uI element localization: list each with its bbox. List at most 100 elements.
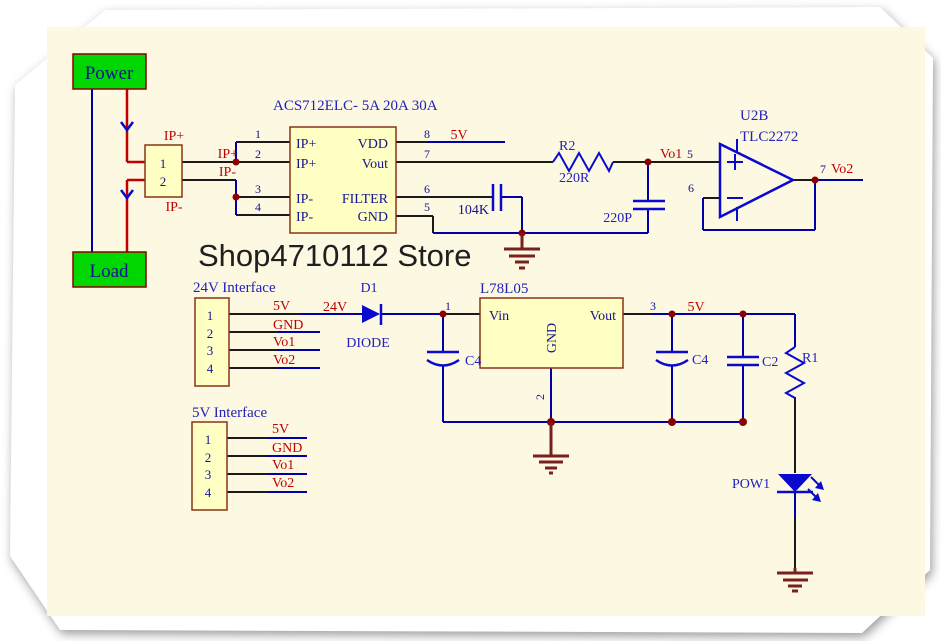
pin-name: GND: [358, 210, 388, 225]
junction-dot: [232, 193, 240, 201]
current-arrow-icon: [120, 189, 134, 201]
opamp-ref: U2B: [740, 108, 768, 124]
capacitor-symbol: [633, 199, 665, 211]
net-label-ip-plus: IP+: [218, 147, 238, 162]
pin-number: 8: [424, 127, 430, 141]
pin-number: 7: [424, 147, 430, 161]
connector-pin-number: 1: [160, 156, 167, 171]
d1-diode: D1 DIODE: [346, 281, 390, 351]
load-label: Load: [89, 261, 129, 282]
net-label-vo1: Vo1: [273, 335, 295, 350]
c2-capacitor: C2: [727, 355, 778, 370]
ground-symbol: [533, 422, 569, 475]
r1-resistor: R1: [783, 346, 818, 399]
connector-pin-number: 1: [207, 308, 214, 323]
junction-dot: [668, 310, 676, 318]
regulator-l78l05: L78L05 Vin Vout GND 1 3 2 5V: [445, 281, 705, 400]
opamp-triangle: [718, 141, 796, 220]
blue-wires: [91, 89, 863, 518]
pin-name: IP-: [296, 210, 313, 225]
store-watermark: Shop4710112 Store: [198, 238, 472, 273]
acs712-title: ACS712ELC- 5A 20A 30A: [273, 98, 438, 114]
net-label-5v: 5V: [273, 299, 290, 314]
connector-pin-number: 4: [205, 485, 212, 500]
pin-number: 5: [687, 147, 693, 161]
connector-pin-number: 2: [205, 450, 212, 465]
pin-number: 4: [255, 200, 261, 214]
c4-output-capacitor: C4: [655, 350, 708, 368]
pin-name: Vout: [590, 309, 616, 324]
junction-dot: [232, 158, 240, 166]
acs712-chip: ACS712ELC- 5A 20A 30A IP+ IP+ IP- IP- VD…: [255, 98, 468, 234]
filter-capacitor: 104K: [458, 184, 503, 218]
pin-number: 7: [820, 162, 826, 176]
power-source-block: Power Load: [72, 53, 147, 288]
capacitor-symbol: [727, 355, 759, 367]
resistor-value: 220R: [559, 171, 590, 186]
regulator-part: L78L05: [480, 281, 528, 297]
c4-input-capacitor: C4: [426, 350, 481, 369]
input-connector-box: [144, 144, 183, 198]
iface5-title: 5V Interface: [192, 405, 267, 421]
led-arrowhead: [812, 493, 821, 502]
iface24-title: 24V Interface: [193, 280, 276, 296]
iface5-connector-box: [191, 421, 228, 511]
capacitor-value: 104K: [458, 203, 489, 218]
vo1-net: Vo1 5: [660, 147, 693, 162]
pin-name: IP-: [296, 192, 313, 207]
connector-pin-number: 3: [205, 467, 212, 482]
capacitor-symbol: [491, 184, 503, 211]
pin-name-gnd: GND: [545, 323, 560, 353]
led-ref: POW1: [732, 477, 770, 492]
resistor-ref: R1: [802, 351, 818, 366]
net-label-ip-plus: IP+: [164, 129, 184, 144]
plus-input-icon: [727, 154, 743, 170]
net-label-vo1: Vo1: [660, 147, 682, 162]
connector-pin-number: 2: [160, 174, 167, 189]
net-label-5v: 5V: [272, 422, 289, 437]
net-label-vo2: Vo2: [831, 162, 853, 177]
power-load-red-wires: [125, 89, 145, 252]
pin-name: IP+: [296, 137, 316, 152]
power-box: [72, 53, 147, 90]
opamp-part: TLC2272: [740, 129, 798, 145]
junction-dot: [739, 310, 747, 318]
pin-number: 3: [650, 299, 656, 313]
net-label-gnd: GND: [272, 441, 302, 456]
net-label-vo1: Vo1: [272, 458, 294, 473]
resistor-symbol: [552, 150, 614, 174]
ground-symbols: [504, 233, 813, 593]
load-box: [72, 251, 147, 288]
opamp-u2b: U2B TLC2272 6 7 Vo2: [688, 108, 853, 221]
resistor-symbol: [783, 346, 807, 399]
diode-ref: D1: [360, 281, 377, 296]
net-label-gnd: GND: [273, 318, 303, 333]
capacitor-value: 220P: [603, 211, 632, 226]
iface24-connector-box: [194, 297, 230, 387]
capacitor-ref: C4: [465, 354, 481, 369]
net-label-24v: 24V: [323, 300, 347, 315]
junction-dot: [668, 418, 676, 426]
pin-number: 1: [255, 127, 261, 141]
wires: [91, 89, 863, 568]
led-pow1: POW1: [732, 474, 824, 502]
pin-name: FILTER: [342, 192, 389, 207]
pin-number: 6: [688, 181, 694, 195]
junction-dot: [644, 158, 652, 166]
input-connector: 1 2 IP+ IP- IP+ IP-: [144, 129, 238, 215]
resistor-ref: R2: [559, 139, 575, 154]
ground-symbol: [777, 568, 813, 593]
junction-dot: [739, 418, 747, 426]
iface5: 5V Interface 1 2 3 4 5V GND Vo1 Vo2: [191, 405, 302, 511]
pin-number: 6: [424, 182, 430, 196]
connector-pin-number: 2: [207, 326, 214, 341]
led-arrowhead: [815, 481, 824, 490]
connector-pin-number: 4: [207, 361, 214, 376]
junction-dot: [811, 176, 819, 184]
pin-number: 2: [533, 394, 547, 400]
ground-symbol: [504, 233, 540, 270]
capacitor-curved-plate: [426, 358, 460, 367]
pin-name: Vout: [362, 157, 388, 172]
output-capacitor: 220P: [603, 199, 665, 226]
